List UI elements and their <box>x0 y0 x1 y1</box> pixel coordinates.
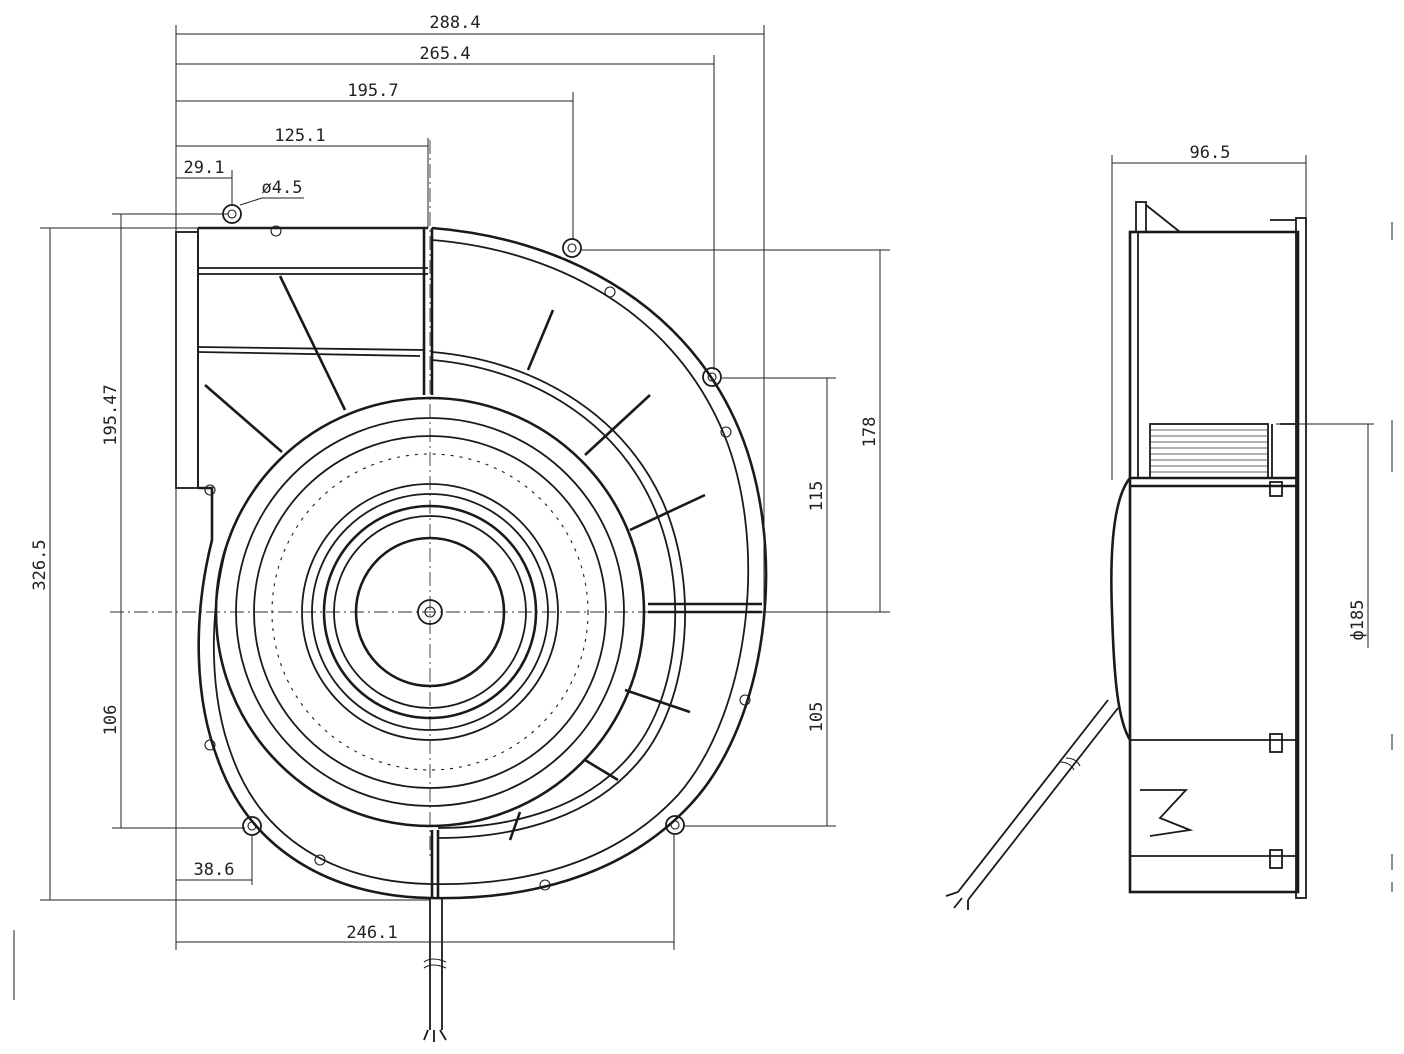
dim-width-to-center: 125.1 <box>274 126 325 146</box>
dim-height-overall: 326.5 <box>30 539 50 590</box>
front-view: 288.4 265.4 195.7 125.1 29.1 ø4.5 326.5 … <box>30 13 890 1042</box>
outlet-duct <box>175 226 434 489</box>
dim-right-mid-hole: 115 <box>807 481 827 512</box>
dim-width-hole-top-left: 29.1 <box>184 158 225 178</box>
impeller <box>214 396 646 828</box>
extension-lines <box>40 25 890 950</box>
dim-bottom-left-hole-offset: 38.6 <box>194 860 235 880</box>
dimension-lines <box>49 33 881 943</box>
dim-width-hole-top-right: 195.7 <box>347 81 398 101</box>
dim-inlet-diameter: ф185 <box>1348 600 1368 641</box>
mounting-holes <box>222 204 722 836</box>
impeller-slots <box>1149 423 1296 479</box>
dim-hole-diameter: ø4.5 <box>262 178 303 198</box>
dim-height-center-to-bottom-hole: 106 <box>101 705 121 736</box>
side-view: 96.5 ф185 <box>945 143 1393 910</box>
dim-depth: 96.5 <box>1190 143 1231 163</box>
cable <box>423 898 447 1042</box>
dim-width-overall: 288.4 <box>429 13 480 33</box>
dim-bottom-hole-span: 246.1 <box>346 923 397 943</box>
dim-right-lower-hole: 105 <box>807 702 827 733</box>
dim-width-hole-far: 265.4 <box>419 44 470 64</box>
dim-right-upper-hole: 178 <box>860 417 880 448</box>
dim-height-center-to-top: 195.47 <box>101 384 121 445</box>
side-cable <box>945 699 1119 910</box>
scroll-housing <box>197 225 768 900</box>
